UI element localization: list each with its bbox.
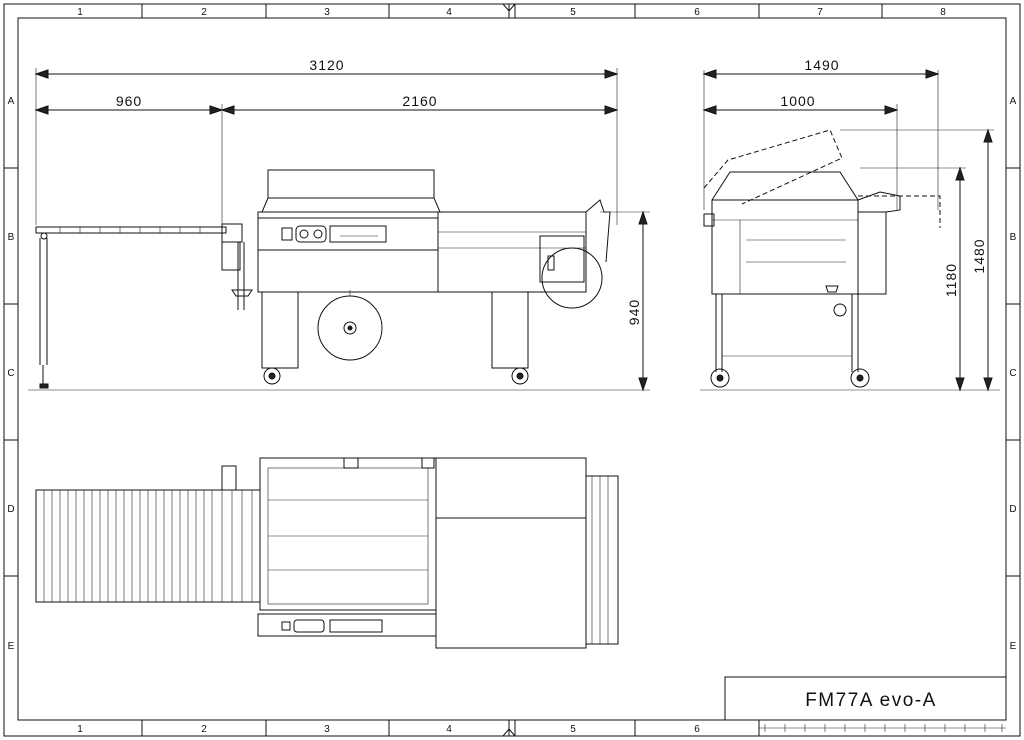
front-view: 3120 960 2160 940 xyxy=(28,57,650,392)
column-label: 6 xyxy=(694,724,700,735)
row-label: D xyxy=(1009,504,1016,515)
top-roller-conveyor xyxy=(35,465,261,603)
dim-height-closed: 1180 xyxy=(943,263,959,297)
row-label: E xyxy=(1010,641,1017,652)
dim-total-length: 3120 xyxy=(309,57,344,73)
column-label: 4 xyxy=(446,7,452,18)
dim-infeed-length: 960 xyxy=(116,93,142,109)
dim-side-total: 1490 xyxy=(804,57,839,73)
row-label: A xyxy=(8,96,15,107)
row-labels-right: A B C D E xyxy=(1009,96,1016,652)
column-label: 8 xyxy=(940,7,946,18)
column-label: 3 xyxy=(324,7,330,18)
row-label: D xyxy=(7,504,14,515)
infeed-conveyor xyxy=(35,226,227,389)
column-label: 2 xyxy=(201,7,207,18)
column-label: 3 xyxy=(324,724,330,735)
row-label: C xyxy=(7,368,14,379)
row-label: A xyxy=(1010,96,1017,107)
column-label: 5 xyxy=(570,7,576,18)
dim-front-height: 940 xyxy=(626,299,642,325)
infeed-motor xyxy=(221,223,253,310)
row-label: B xyxy=(8,232,15,243)
side-view: 1490 1000 1180 1480 xyxy=(700,57,1000,392)
column-label: 6 xyxy=(694,7,700,18)
dim-machine-length: 2160 xyxy=(402,93,437,109)
row-label: B xyxy=(1010,232,1017,243)
top-machine-body xyxy=(257,457,619,649)
column-labels-top: 1 2 3 4 5 6 7 8 xyxy=(77,7,946,18)
column-label: 1 xyxy=(77,724,83,735)
model-name: FM77A evo-A xyxy=(805,690,937,711)
row-label: C xyxy=(1009,368,1016,379)
column-label: 1 xyxy=(77,7,83,18)
dim-height-open: 1480 xyxy=(971,238,987,273)
column-label: 7 xyxy=(817,7,823,18)
dim-side-body: 1000 xyxy=(780,93,815,109)
side-dimensions xyxy=(702,69,994,392)
drawing-frame xyxy=(3,3,1021,737)
column-labels-bottom: 1 2 3 4 5 6 xyxy=(77,724,700,735)
row-labels-left: A B C D E xyxy=(7,96,14,652)
side-machine-body xyxy=(703,129,941,388)
row-label: E xyxy=(8,641,15,652)
front-machine-body xyxy=(257,169,611,385)
title-block: FM77A evo-A xyxy=(724,676,1007,721)
column-label: 2 xyxy=(201,724,207,735)
column-label: 5 xyxy=(570,724,576,735)
top-view xyxy=(35,457,619,649)
scale-bar xyxy=(759,724,1006,732)
column-label: 4 xyxy=(446,724,452,735)
front-dimensions xyxy=(34,68,650,392)
